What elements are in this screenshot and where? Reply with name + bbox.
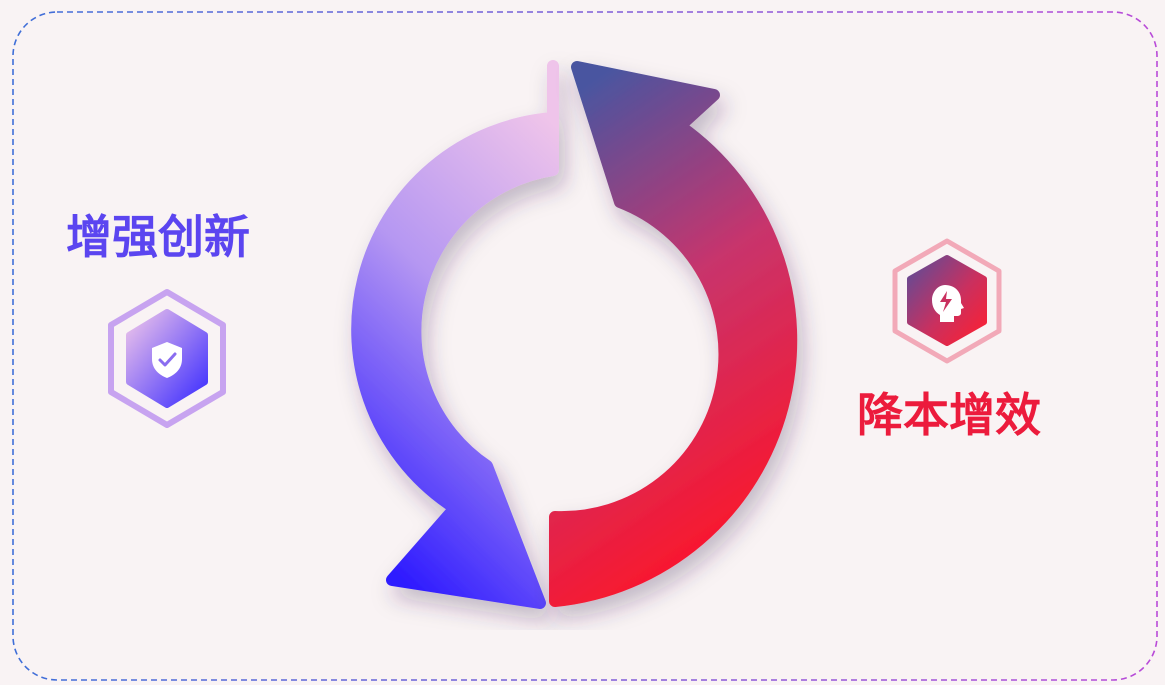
left-arrow (351, 60, 559, 609)
left-badge (108, 289, 226, 428)
right-arrow (549, 61, 798, 607)
cycle-arrows (351, 60, 798, 609)
shield-check-icon (152, 342, 182, 378)
right-label: 降本增效 (857, 388, 1041, 442)
left-label: 增强创新 (66, 210, 250, 264)
head-lightning-icon (932, 285, 964, 322)
right-badge (892, 238, 1002, 364)
